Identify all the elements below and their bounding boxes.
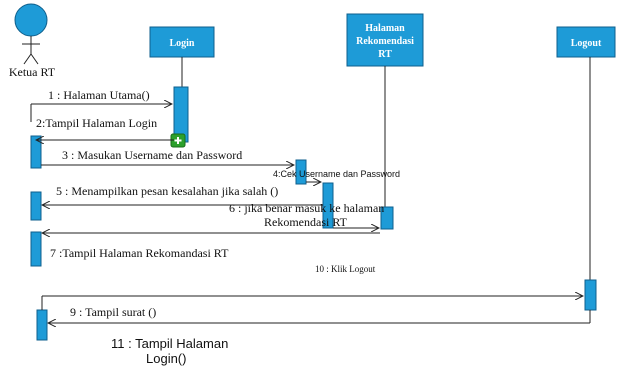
- activation-rekomendasi: [380, 206, 394, 230]
- activation-actor-1: [30, 135, 42, 169]
- msg-2-label: 2:Tampil Halaman Login: [36, 116, 157, 130]
- lifeline-logout-box: [556, 26, 616, 58]
- msg-1-label: 1 : Halaman Utama(): [48, 88, 150, 102]
- msg-11-label-line2: Login(): [146, 351, 186, 366]
- msg-10-label: 10 : Klik Logout: [315, 264, 376, 274]
- activation-actor-3: [30, 231, 42, 267]
- lifeline-rekomendasi-label-1: Halaman: [365, 23, 405, 34]
- msg-11-label-line1: 11 : Tampil Halaman: [111, 336, 228, 351]
- activation-actor-4: [36, 309, 48, 341]
- lifeline-logout: Logout: [556, 26, 616, 58]
- lifeline-rekomendasi-label-3: RT: [378, 49, 392, 60]
- lifeline-login: Login: [149, 26, 215, 58]
- activation-logout: [584, 279, 597, 311]
- actor-left-leg: [23, 53, 32, 65]
- actor-ketua-rt: Ketua RT: [9, 3, 56, 79]
- lifeline-rekomendasi-label-2: Rekomendasi: [356, 36, 414, 47]
- msg-6-label-line2: Rekomendasi RT: [264, 215, 348, 229]
- activation-actor-2: [30, 191, 42, 221]
- lifeline-logout-label: Logout: [571, 38, 602, 49]
- actor-head: [14, 3, 48, 37]
- msg-3-label: 3 : Masukan Username dan Password: [62, 148, 242, 162]
- lifeline-login-label: Login: [169, 38, 194, 49]
- msg-4-label: 4:Cek Username dan Password: [273, 169, 400, 179]
- msg-9-label: 9 : Tampil surat (): [70, 305, 156, 319]
- lifeline-halaman-rekomendasi: Halaman Rekomendasi RT: [346, 13, 424, 67]
- actor-right-leg: [30, 53, 39, 65]
- msg-6-label-line1: 6 : jika benar masuk ke halaman: [229, 201, 384, 215]
- msg-5-label: 5 : Menampilkan pesan kesalahan jika sal…: [56, 184, 278, 198]
- actor-label: Ketua RT: [9, 65, 56, 79]
- msg-7-label: 7 :Tampil Halaman Rekomandasi RT: [50, 246, 229, 260]
- activation-mid-1: [295, 159, 307, 185]
- plus-badge-icon: [170, 133, 186, 148]
- lifeline-rekomendasi-box: [346, 13, 424, 67]
- lifeline-login-box: [149, 26, 215, 58]
